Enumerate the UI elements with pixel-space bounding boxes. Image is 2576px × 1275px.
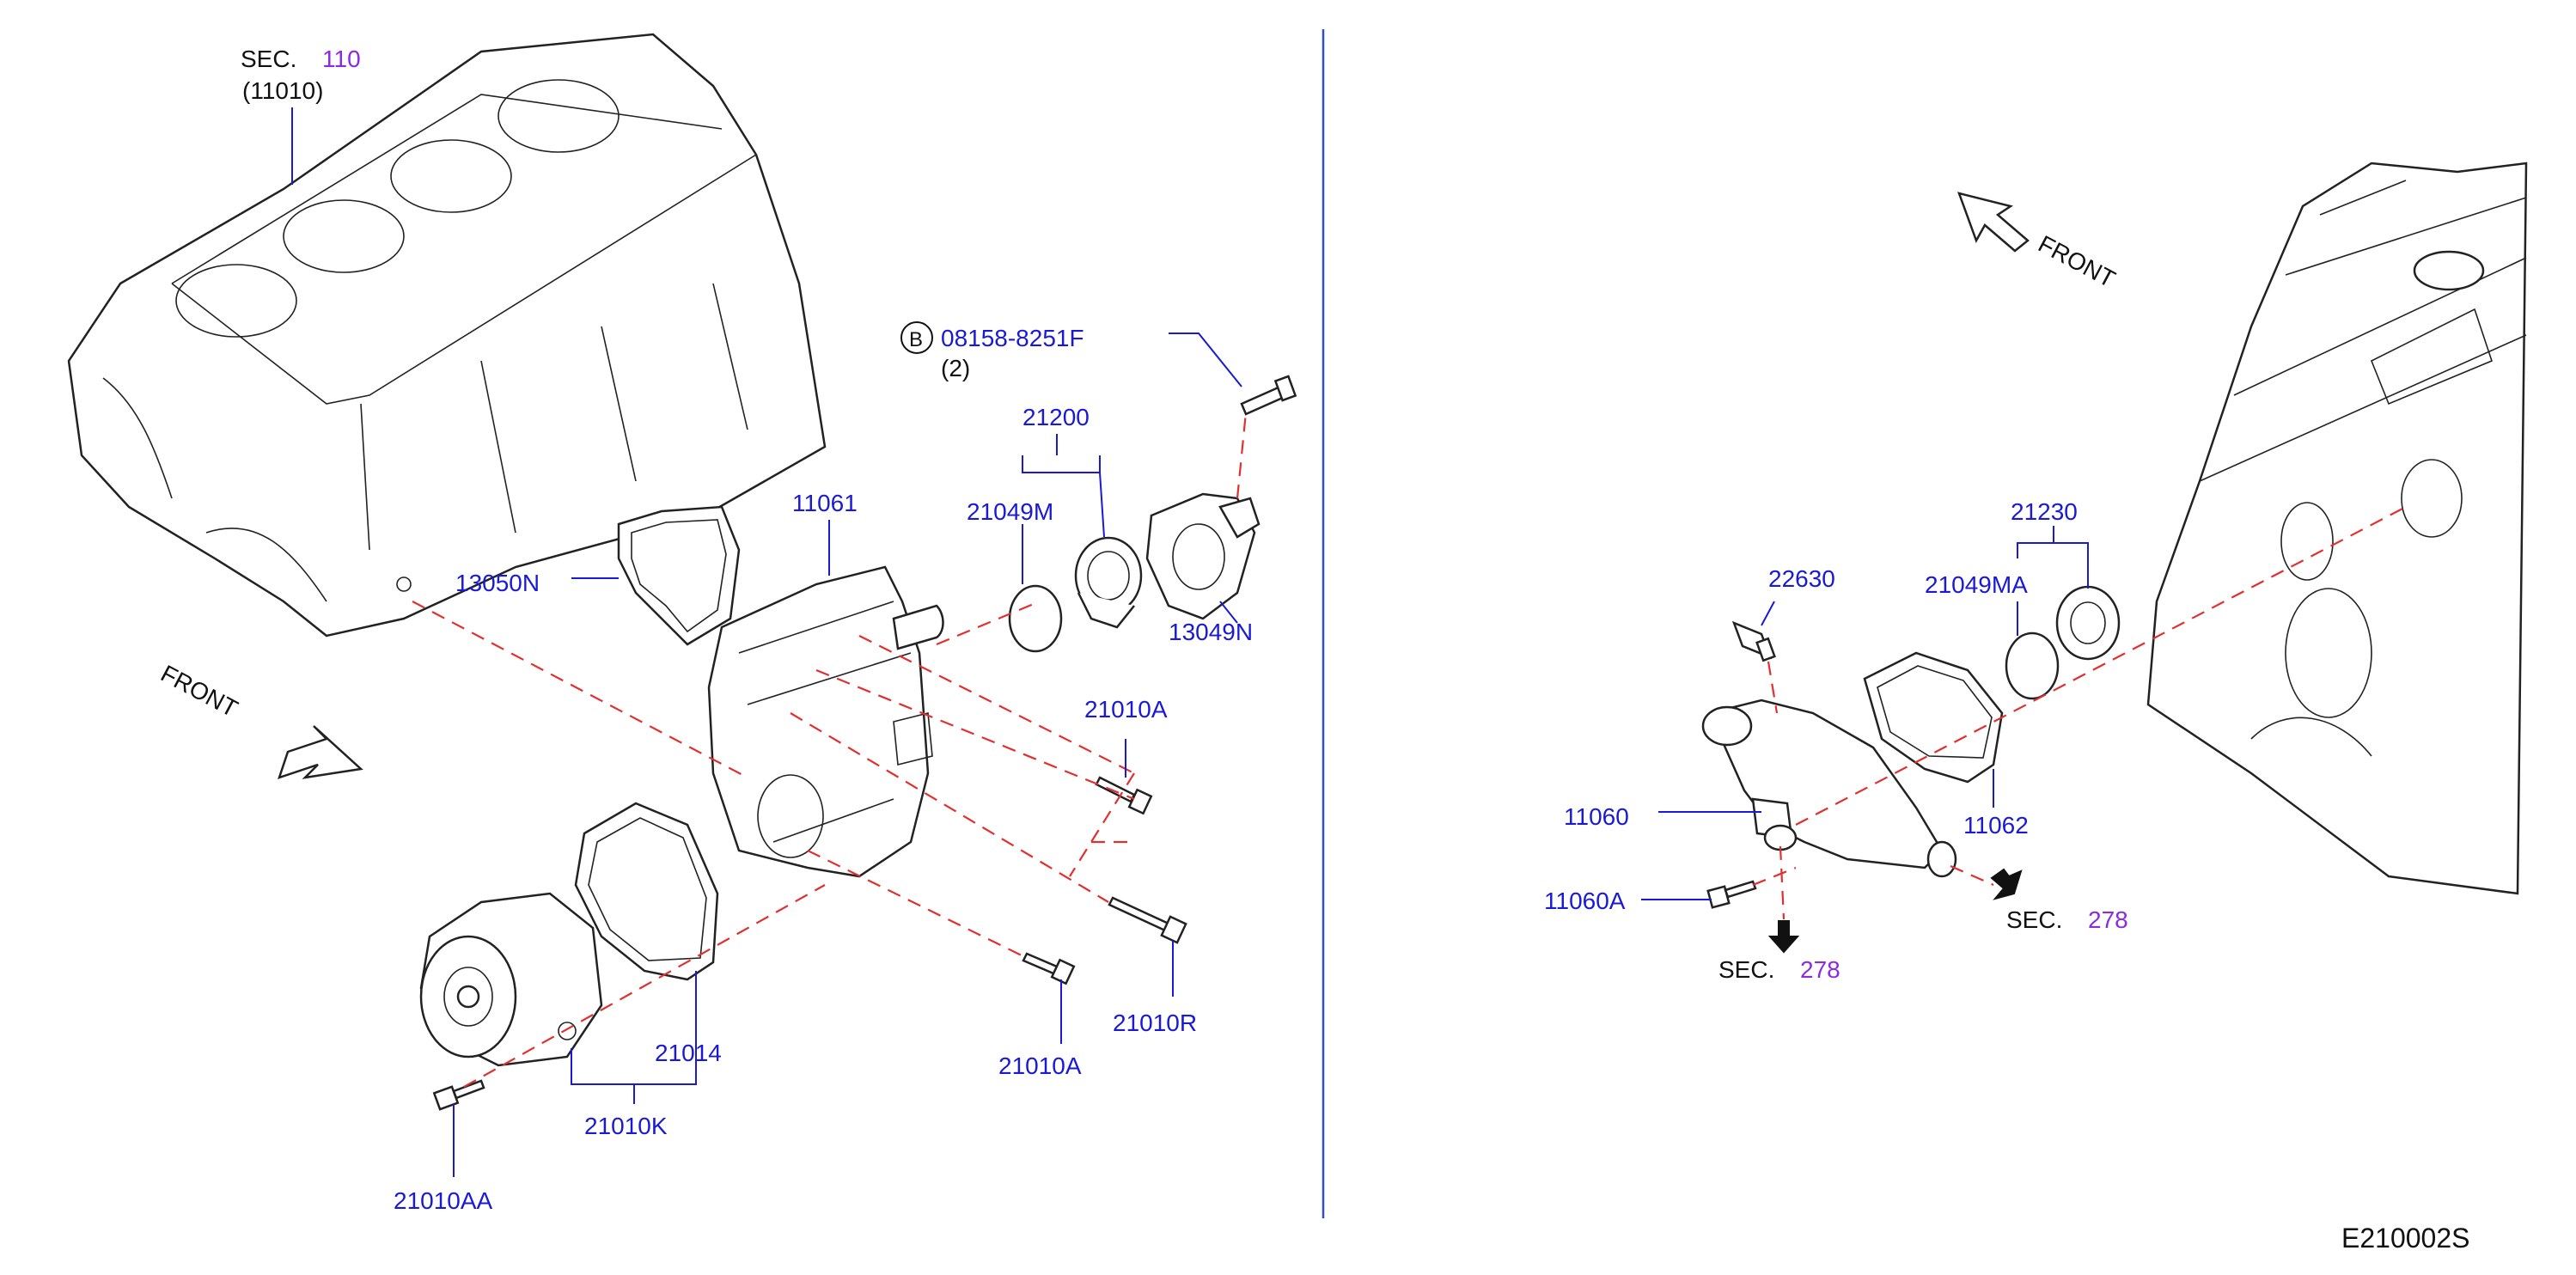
o-ring-21049ma xyxy=(2005,631,2060,700)
front-label-left: FRONT xyxy=(156,660,242,723)
part-11060[interactable]: 11060 xyxy=(1564,803,1629,830)
water-outlet-body-11061 xyxy=(707,565,944,878)
part-13050n[interactable]: 13050N xyxy=(455,570,540,596)
thermostat-21230 xyxy=(2055,585,2121,661)
gasket-13050n xyxy=(617,505,741,646)
part-21049m[interactable]: 21049M xyxy=(967,498,1053,525)
bolt-b-circle-icon xyxy=(900,321,933,354)
part-11061[interactable]: 11061 xyxy=(792,490,858,516)
o-ring-21049m xyxy=(1008,584,1063,653)
part-21010a-upper[interactable]: 21010A xyxy=(1084,696,1168,723)
sec-110-prefix: SEC. xyxy=(241,46,296,72)
sec-278-bottom-prefix: SEC. xyxy=(1718,956,1774,983)
sec-278-bottom-number[interactable]: 278 xyxy=(1800,956,1840,983)
front-label-right: FRONT xyxy=(2034,230,2120,293)
sec-278-right-number[interactable]: 278 xyxy=(2088,906,2128,933)
cylinder-head-illustration xyxy=(2146,162,2528,895)
front-arrow-right xyxy=(1957,192,2030,253)
temperature-sensor-22630 xyxy=(1731,620,1776,662)
part-22630[interactable]: 22630 xyxy=(1768,565,1835,592)
sec-278-right-arrow-icon xyxy=(1990,868,2023,900)
part-21010aa[interactable]: 21010AA xyxy=(394,1187,493,1214)
part-21014[interactable]: 21014 xyxy=(655,1040,722,1066)
water-outlet-11060 xyxy=(1701,699,1957,878)
assembly-lines-right xyxy=(1752,506,2407,920)
bolt-21010aa xyxy=(432,1079,485,1111)
part-11060a[interactable]: 11060A xyxy=(1544,888,1626,914)
part-08158-8251f[interactable]: 08158-8251F xyxy=(941,325,1084,351)
sec-110-sub: (11010) xyxy=(242,77,323,104)
part-21230[interactable]: 21230 xyxy=(2011,498,2078,525)
leader-lines xyxy=(291,107,2089,1177)
part-11062[interactable]: 11062 xyxy=(1963,812,2029,839)
bolt-11060a xyxy=(1706,880,1757,909)
diagram-id: E210002S xyxy=(2341,1223,2469,1254)
sec-278-right-prefix: SEC. xyxy=(2006,906,2062,933)
part-21200[interactable]: 21200 xyxy=(1022,404,1090,430)
part-21010r[interactable]: 21010R xyxy=(1113,1010,1197,1036)
part-21010k[interactable]: 21010K xyxy=(584,1113,668,1139)
assembly-lines-left xyxy=(412,412,1248,1088)
part-13049n[interactable]: 13049N xyxy=(1169,619,1253,645)
part-21010a-lower[interactable]: 21010A xyxy=(998,1052,1082,1079)
bolt-21010r xyxy=(1108,896,1187,944)
part-08158-8251f-qty: (2) xyxy=(941,355,970,381)
gasket-21014 xyxy=(574,802,719,981)
thermostat-21200 xyxy=(1074,536,1143,629)
front-arrow-left xyxy=(278,725,363,779)
thermostat-cover-13049n xyxy=(1145,492,1261,620)
bolt-b-letter: B xyxy=(909,328,923,351)
bolt-21010a-lower xyxy=(1022,952,1076,985)
bolt-08158-8251f xyxy=(1240,375,1297,416)
water-pump-21010k xyxy=(419,892,603,1067)
sec-110-number[interactable]: 110 xyxy=(322,46,361,72)
sec-278-down-arrow-icon xyxy=(1767,920,1800,954)
part-21049ma[interactable]: 21049MA xyxy=(1925,571,2028,598)
cylinder-block-illustration xyxy=(67,33,827,638)
bolt-21010a-upper xyxy=(1095,776,1153,815)
